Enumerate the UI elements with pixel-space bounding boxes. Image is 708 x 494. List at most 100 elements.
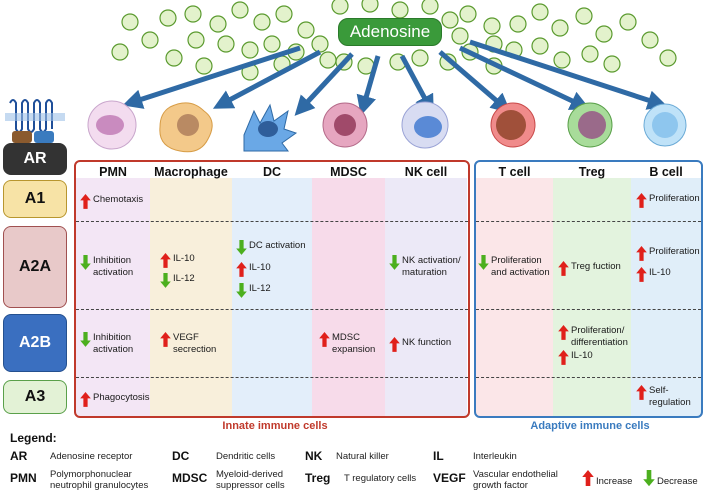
effect-pmn-a3: Phagocytosis <box>80 392 150 407</box>
adenosine-diagram-top <box>111 0 677 116</box>
legend-decrease: Decrease <box>643 470 698 488</box>
effect-b-a2a-il10: IL-10 <box>636 267 671 282</box>
adenosine-molecule <box>141 31 159 49</box>
legend-key-treg: Treg <box>305 471 331 485</box>
col-bg-nk <box>385 178 467 416</box>
adenosine-molecule <box>331 0 349 15</box>
adenosine-molecule <box>641 31 659 49</box>
adenosine-molecule <box>209 15 227 33</box>
adenosine-molecule <box>361 0 379 13</box>
effect-pmn-a2b: Inhibition activation <box>80 332 133 356</box>
effect-t-a2a: Proliferation and activation <box>478 255 550 279</box>
legend-increase: Increase <box>582 470 632 488</box>
adenosine-label: Adenosine <box>338 18 442 46</box>
header-pmn: PMN <box>99 165 127 179</box>
legend-key-pmn: PMN <box>10 471 37 485</box>
pmn-cell-image <box>87 100 137 150</box>
adenosine-molecule <box>241 41 259 59</box>
decrease-arrow-icon <box>236 240 247 255</box>
increase-arrow-icon <box>80 194 91 209</box>
legend-key-vegf: VEGF <box>433 471 466 485</box>
effect-nk-a2b: NK function <box>389 337 451 352</box>
adenosine-molecule <box>551 19 569 37</box>
effect-dc-a2a-il10: IL-10 <box>236 262 271 277</box>
adenosine-molecule <box>319 51 337 69</box>
adenosine-molecule <box>411 49 429 67</box>
row-divider <box>476 377 701 378</box>
adenosine-molecule <box>111 43 129 61</box>
decrease-arrow-icon <box>478 255 489 270</box>
adenosine-molecule <box>187 31 205 49</box>
adenosine-molecule <box>275 5 293 23</box>
legend-key-dc: DC <box>172 449 190 463</box>
effect-pmn-a1: Chemotaxis <box>80 194 143 209</box>
decrease-arrow-icon <box>80 332 91 347</box>
increase-arrow-icon <box>319 332 330 347</box>
adenosine-molecule <box>451 27 469 45</box>
col-bg-treg <box>553 178 631 416</box>
effect-treg-a2b-prolif: Proliferation/ differentiation <box>558 325 628 349</box>
adaptive-label: Adaptive immune cells <box>530 420 650 432</box>
adenosine-molecule <box>509 15 527 33</box>
increase-arrow-icon <box>236 262 247 277</box>
header-t: T cell <box>498 165 531 179</box>
adenosine-molecule <box>217 35 235 53</box>
decrease-arrow-icon <box>389 255 400 270</box>
legend-key-mdsc: MDSC <box>172 471 208 485</box>
legend-desc-treg: T regulatory cells <box>344 473 417 484</box>
effect-mac-a2b: VEGF secrection <box>160 332 216 356</box>
adenosine-molecule <box>121 13 139 31</box>
adenosine-molecule <box>531 3 549 21</box>
col-bg-b <box>631 178 701 416</box>
header-b: B cell <box>649 165 683 179</box>
adenosine-molecule <box>159 9 177 27</box>
receptor-a2b: A2B <box>3 314 67 372</box>
decrease-arrow-icon <box>236 283 247 298</box>
adenosine-molecule <box>253 13 271 31</box>
header-mdsc: MDSC <box>330 165 367 179</box>
col-bg-macrophage <box>150 178 232 416</box>
adenosine-molecule <box>165 49 183 67</box>
adenosine-molecule <box>531 37 549 55</box>
adenosine-molecule <box>659 49 677 67</box>
nk-cell-image <box>401 101 449 149</box>
row-divider <box>76 309 468 310</box>
increase-arrow-icon <box>636 267 647 282</box>
header-treg: Treg <box>578 165 606 179</box>
adenosine-molecule <box>184 5 202 23</box>
row-divider <box>76 377 468 378</box>
receptor-a1: A1 <box>3 180 67 218</box>
receptor-icon <box>5 99 65 143</box>
legend-desc-ar: Adenosine receptor <box>50 451 133 462</box>
t-cell-image <box>490 102 536 148</box>
decrease-arrow-icon <box>643 470 655 487</box>
effect-mac-a2a-il10: IL-10 <box>160 253 195 268</box>
adenosine-molecule <box>595 25 613 43</box>
innate-box <box>74 160 470 418</box>
legend-desc-dc: Dendritic cells <box>216 451 276 462</box>
legend-desc-mdsc: Myeloid-derived suppressor cells <box>216 469 285 491</box>
effect-b-a3: Self- regulation <box>636 385 691 409</box>
increase-arrow-icon <box>636 246 647 261</box>
increase-arrow-icon <box>80 392 91 407</box>
mdsc-cell-image <box>322 102 368 148</box>
col-bg-dc <box>232 178 312 416</box>
adenosine-arrows <box>122 39 668 116</box>
adenosine-molecule <box>483 17 501 35</box>
effect-mac-a2a-il12: IL-12 <box>160 273 195 288</box>
adenosine-molecule <box>575 7 593 25</box>
effect-b-a2a-prolif: Proliferation <box>636 246 700 261</box>
adenosine-molecule <box>553 51 571 69</box>
treg-cell-image <box>567 102 613 148</box>
effect-treg-a2a: Treg fuction <box>558 261 621 276</box>
col-bg-pmn <box>76 178 150 416</box>
effect-treg-a2b-il10: IL-10 <box>558 350 593 365</box>
increase-arrow-icon <box>582 470 594 487</box>
adenosine-molecule <box>195 57 213 75</box>
decrease-arrow-icon <box>80 255 91 270</box>
adaptive-box <box>474 160 703 418</box>
receptor-header: AR <box>3 143 67 175</box>
receptor-a2a: A2A <box>3 226 67 308</box>
legend-desc-il: Interleukin <box>473 451 517 462</box>
adenosine-molecule <box>311 35 329 53</box>
